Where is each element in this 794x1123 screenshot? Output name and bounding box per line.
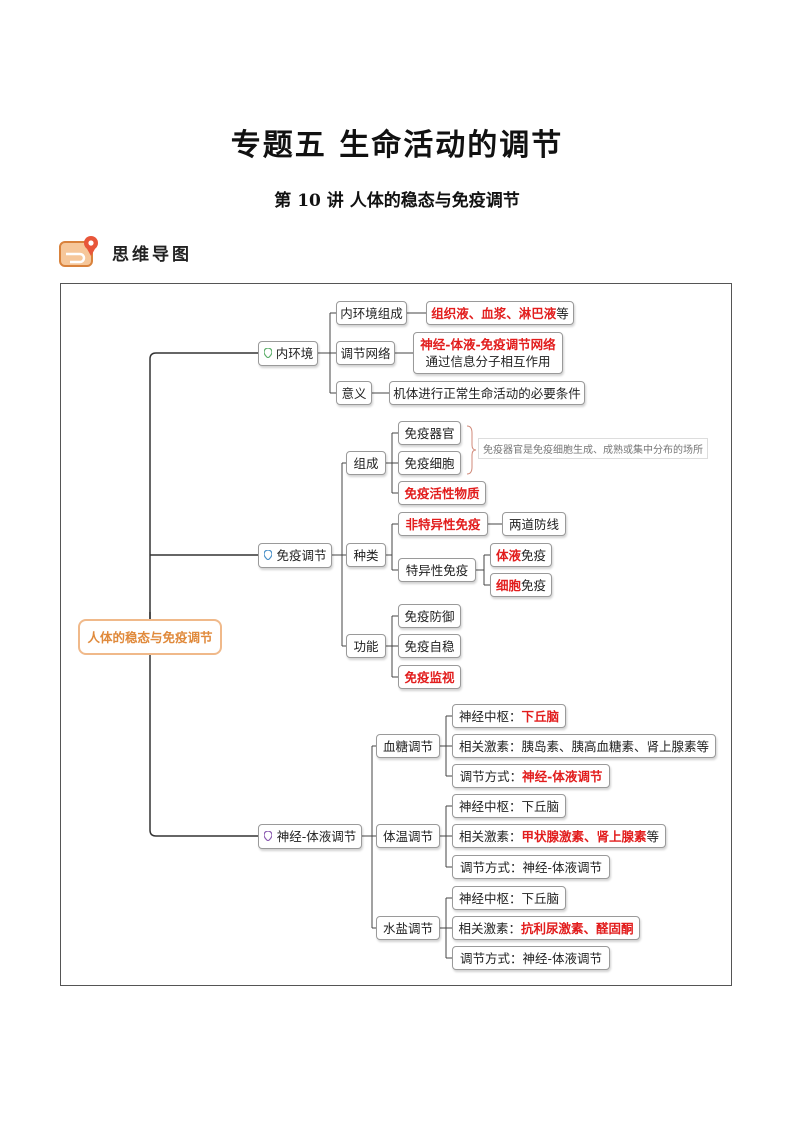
node-immune-defense: 免疫防御 — [398, 604, 461, 628]
node-composition: 内环境组成 — [336, 301, 407, 325]
node-temperature-center: 神经中枢：下丘脑 — [452, 794, 566, 818]
node-cellular-immunity: 细胞免疫 — [490, 573, 552, 597]
mindmap-section-header: 思维导图 — [58, 233, 192, 271]
label: 调节方式： — [459, 768, 523, 784]
node-network-detail: 神经-体液-免疫调节网络 通过信息分子相互作用 — [413, 332, 563, 374]
node-meaning-detail: 机体进行正常生命活动的必要条件 — [389, 381, 585, 405]
red-value: 下丘脑 — [521, 708, 560, 724]
node-humoral-immunity: 体液免疫 — [490, 543, 552, 567]
node-glucose-regulation: 血糖调节 — [376, 734, 440, 758]
node-immune-composition: 组成 — [346, 451, 386, 475]
node-two-barriers: 两道防线 — [502, 512, 566, 536]
brace-icon — [466, 425, 476, 475]
branch-label: 内环境 — [275, 346, 314, 361]
branch-label: 神经-体液调节 — [276, 829, 357, 844]
node-immune-stability: 免疫自稳 — [398, 634, 461, 658]
node-meaning: 意义 — [336, 381, 372, 405]
node-water-salt-mode: 调节方式：神经-体液调节 — [452, 946, 610, 970]
branch-internal-environment: 内环境 — [258, 341, 318, 366]
composition-tail: 等 — [556, 305, 569, 321]
map-scroll-icon — [58, 234, 102, 270]
location-pin-green-icon — [264, 347, 272, 358]
node-water-salt-hormones: 相关激素：抗利尿激素、醛固酮 — [452, 916, 640, 940]
cellular-tail: 免疫 — [521, 577, 547, 593]
node-specific-immunity: 特异性免疫 — [398, 558, 476, 582]
label: 相关激素： — [458, 920, 521, 936]
label: 相关激素： — [458, 828, 522, 844]
page-title: 专题五 生命活动的调节 — [230, 128, 564, 163]
location-pin-purple-icon — [264, 830, 272, 841]
branch-neuro-humoral: 神经-体液调节 — [258, 824, 362, 849]
node-composition-detail: 组织液、血浆、淋巴液等 — [426, 301, 574, 325]
node-temperature-hormones: 相关激素：甲状腺激素、肾上腺素等 — [452, 824, 666, 848]
node-temperature-regulation: 体温调节 — [376, 824, 440, 848]
tail: 等 — [646, 828, 660, 844]
node-nonspecific-immunity: 非特异性免疫 — [398, 512, 488, 536]
cellular-red: 细胞 — [495, 577, 521, 593]
node-immune-surveillance: 免疫监视 — [398, 665, 461, 689]
node-water-salt-center: 神经中枢：下丘脑 — [452, 886, 566, 910]
composition-red-text: 组织液、血浆、淋巴液 — [431, 305, 557, 321]
node-temperature-mode: 调节方式：神经-体液调节 — [452, 855, 610, 879]
network-red-text: 神经-体液-免疫调节网络 — [420, 337, 556, 352]
node-regulation-network: 调节网络 — [336, 341, 395, 365]
humoral-tail: 免疫 — [521, 547, 547, 563]
node-immune-functions: 功能 — [346, 634, 386, 658]
branch-immune-regulation: 免疫调节 — [258, 543, 332, 568]
node-water-salt-regulation: 水盐调节 — [376, 916, 440, 940]
node-glucose-center: 神经中枢：下丘脑 — [452, 704, 566, 728]
red-value: 抗利尿激素、醛固酮 — [521, 920, 634, 936]
node-immune-organ: 免疫器官 — [398, 421, 461, 445]
humoral-red: 体液 — [495, 547, 521, 563]
node-immune-types: 种类 — [346, 543, 386, 567]
branch-label: 免疫调节 — [276, 548, 327, 563]
section-title: 思维导图 — [112, 244, 192, 265]
red-value: 甲状腺激素、肾上腺素 — [521, 828, 647, 844]
label: 神经中枢： — [458, 708, 522, 724]
node-glucose-hormones: 相关激素：胰岛素、胰高血糖素、肾上腺素等 — [452, 734, 716, 758]
red-value: 神经-体液调节 — [522, 768, 603, 784]
network-desc: 通过信息分子相互作用 — [425, 354, 551, 369]
note-immune-organ: 免疫器官是免疫细胞生成、成熟或集中分布的场所 — [478, 438, 708, 459]
location-pin-blue-icon — [264, 549, 272, 560]
node-immune-active-substance: 免疫活性物质 — [398, 481, 486, 505]
node-immune-cell: 免疫细胞 — [398, 451, 461, 475]
page-subtitle: 第 10 讲 人体的稳态与免疫调节 — [274, 191, 520, 211]
root-node: 人体的稳态与免疫调节 — [78, 619, 222, 655]
mindmap-frame — [60, 283, 732, 986]
node-glucose-mode: 调节方式：神经-体液调节 — [452, 764, 610, 788]
